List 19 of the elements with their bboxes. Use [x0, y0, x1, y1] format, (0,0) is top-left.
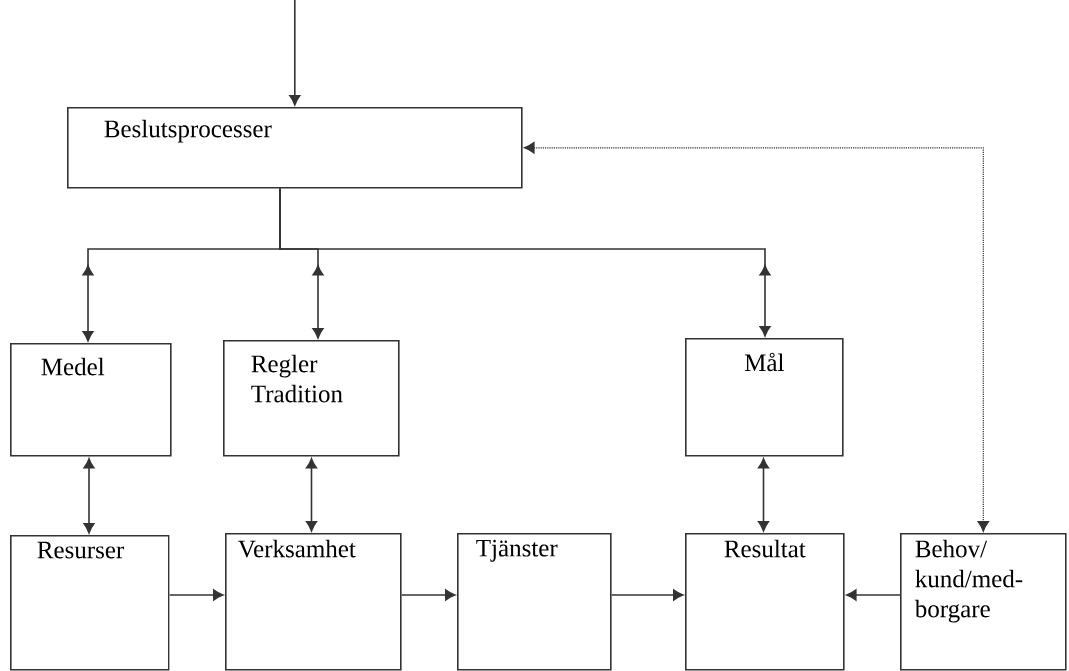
- process-box: Tjänster: [457, 533, 612, 671]
- process-box: Resurser: [10, 535, 170, 671]
- process-box: Verksamhet: [225, 533, 402, 671]
- arrow: [305, 458, 318, 532]
- arrow: [289, 0, 301, 106]
- process-box: Mål: [685, 338, 844, 457]
- process-box: Regler Tradition: [223, 340, 400, 457]
- arrow: [523, 142, 990, 532]
- process-box: Beslutsprocesser: [67, 107, 523, 189]
- arrow: [168, 589, 224, 601]
- arrow: [400, 589, 456, 601]
- process-box: Resultat: [685, 533, 845, 671]
- arrow: [610, 589, 684, 601]
- arrow: [757, 458, 770, 532]
- process-box: Behov/ kund/med- borgare: [900, 533, 1067, 671]
- arrow: [83, 458, 95, 534]
- arrow: [279, 187, 771, 337]
- arrow: [846, 589, 901, 601]
- process-box: Medel: [10, 343, 172, 457]
